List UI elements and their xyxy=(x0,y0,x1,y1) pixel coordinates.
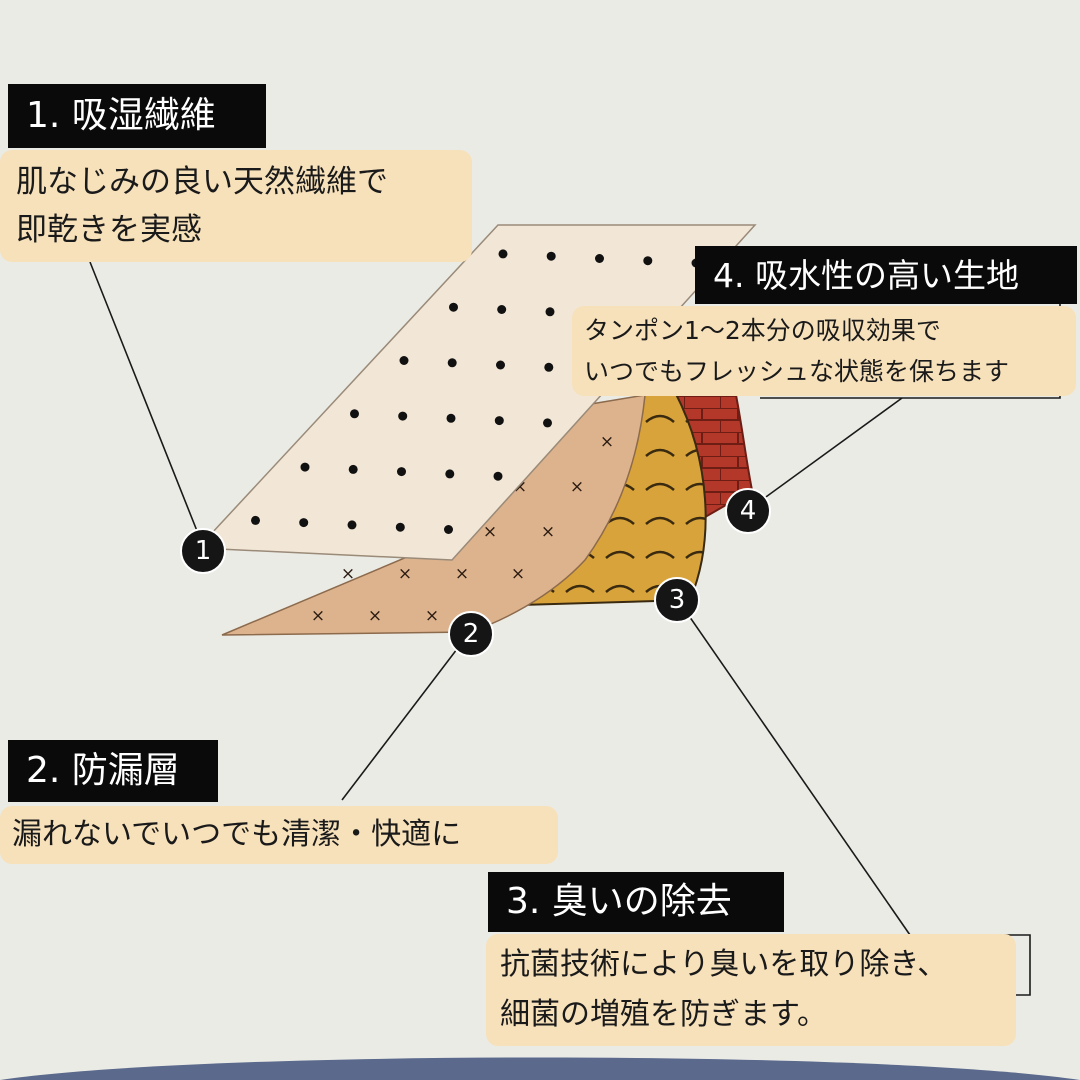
cross-marks: ×××××××××××× xyxy=(311,432,614,626)
cross-mark: × xyxy=(541,522,555,542)
callout-1-line-1: 肌なじみの良い天然繊維で xyxy=(16,164,388,200)
callout-3-line-2: 細菌の増殖を防ぎます。 xyxy=(500,997,827,1032)
dot-mark xyxy=(251,515,260,525)
callout-frame-3 xyxy=(1000,934,1031,996)
callout-1-line-2: 即乾きを実感 xyxy=(16,212,202,248)
cross-mark: × xyxy=(511,564,525,584)
dot-mark xyxy=(350,409,359,419)
cross-mark: × xyxy=(398,564,412,584)
dot-mark xyxy=(348,464,358,474)
connector-line-2 xyxy=(341,631,471,801)
badge-1: 1 xyxy=(180,528,226,574)
dot-mark xyxy=(643,256,653,266)
callout-3-line-1: 抗菌技術により臭いを取り除き、 xyxy=(500,947,948,982)
callout-1-desc: 肌なじみの良い天然繊維で 即乾きを実感 xyxy=(0,150,472,262)
cross-mark: × xyxy=(483,522,497,542)
callout-4-title: 4. 吸水性の高い生地 xyxy=(695,246,1077,304)
dot-mark xyxy=(395,522,405,532)
dot-mark xyxy=(447,358,457,368)
dot-mark xyxy=(347,520,357,530)
dot-mark xyxy=(496,360,505,370)
connector-line-3 xyxy=(677,599,911,936)
cross-mark: × xyxy=(425,606,439,626)
dot-mark xyxy=(444,525,453,534)
connector-line-1 xyxy=(89,261,204,547)
callout-2-title: 2. 防漏層 xyxy=(8,740,218,802)
dot-mark xyxy=(399,356,409,365)
cross-mark: × xyxy=(600,432,614,452)
dot-mark xyxy=(494,416,504,426)
badge-4: 4 xyxy=(725,488,771,534)
callout-3-desc: 抗菌技術により臭いを取り除き、 細菌の増殖を防ぎます。 xyxy=(486,934,1016,1046)
dot-mark xyxy=(546,251,556,261)
dot-mark xyxy=(595,254,604,263)
dot-mark xyxy=(493,471,503,481)
callout-2-desc: 漏れないでいつでも清潔・快適に xyxy=(0,806,558,864)
badge-3: 3 xyxy=(654,577,700,623)
dot-mark xyxy=(543,418,552,428)
connector-line-4 xyxy=(747,397,903,511)
bottom-arc xyxy=(0,1057,1080,1080)
cross-mark: × xyxy=(368,606,382,626)
callout-3-title: 3. 臭いの除去 xyxy=(488,872,784,932)
callout-4-desc: タンポン1〜2本分の吸収効果で いつでもフレッシュな状態を保ちます xyxy=(572,306,1076,396)
dot-mark xyxy=(545,307,555,317)
callout-1-title: 1. 吸湿繊維 xyxy=(8,84,266,148)
cross-mark: × xyxy=(455,564,469,584)
dot-mark xyxy=(498,249,508,259)
dot-mark xyxy=(446,413,456,423)
cross-mark: × xyxy=(570,477,584,497)
dot-mark xyxy=(449,302,458,312)
callout-2-line-1: 漏れないでいつでも清潔・快適に xyxy=(12,817,462,852)
dot-mark xyxy=(300,462,310,472)
cross-mark: × xyxy=(341,564,355,584)
dot-mark xyxy=(299,518,309,528)
badge-2: 2 xyxy=(448,611,494,657)
dot-mark xyxy=(445,469,455,479)
dot-mark xyxy=(497,305,507,314)
dot-mark xyxy=(544,362,554,372)
dot-mark xyxy=(398,411,408,421)
cross-mark: × xyxy=(311,606,325,626)
callout-4-line-1: タンポン1〜2本分の吸収効果で xyxy=(584,316,941,345)
callout-4-line-2: いつでもフレッシュな状態を保ちます xyxy=(584,357,1010,386)
dot-mark xyxy=(397,467,406,477)
